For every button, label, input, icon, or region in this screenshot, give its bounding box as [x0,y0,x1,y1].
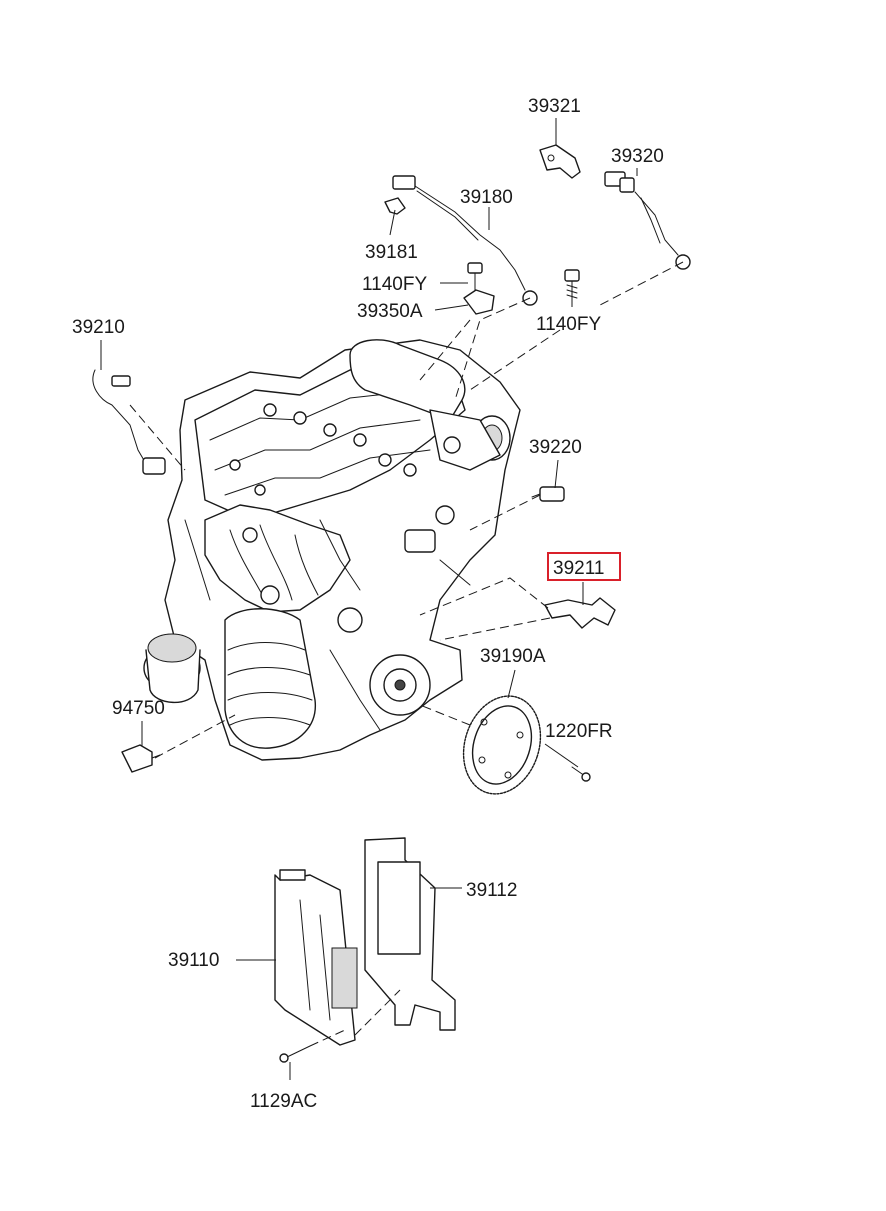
target-wheel-39190a [462,695,542,795]
label-39181[interactable]: 39181 [365,242,418,263]
bracket-39321 [539,144,581,179]
label-94750[interactable]: 94750 [112,698,165,719]
bolt-1220fr [571,766,591,782]
label-39110[interactable]: 39110 [168,950,219,971]
label-39210[interactable]: 39210 [72,317,125,338]
sensor-39320 [604,171,691,270]
ecu-39110 [274,869,358,1046]
label-1140fy-a[interactable]: 1140FY [362,274,427,295]
label-39180[interactable]: 39180 [460,187,513,208]
bolt-1140fy-a [467,262,483,291]
label-1220fr[interactable]: 1220FR [545,721,613,742]
engine-assembly [143,339,521,761]
sensor-39180 [392,175,538,306]
bolt-1140fy-b [564,269,580,301]
sensor-39220 [531,486,565,502]
label-39321[interactable]: 39321 [528,96,581,117]
sensor-39350a [463,289,495,315]
leader-lines [100,118,684,1080]
label-39112[interactable]: 39112 [466,880,517,901]
highlight-box-39211 [547,552,621,581]
bolt-1129ac [279,1045,311,1063]
label-39350a[interactable]: 39350A [357,301,423,322]
clip-39181 [384,197,406,215]
label-39190a[interactable]: 39190A [480,646,546,667]
ecu-bracket-39112 [364,837,456,1031]
label-1140fy-b[interactable]: 1140FY [536,314,601,335]
sensor-94750 [121,744,161,773]
oxygen-sensor-39210 [92,369,166,475]
label-1129ac[interactable]: 1129AC [250,1091,317,1112]
label-39220[interactable]: 39220 [529,437,582,458]
label-39211[interactable]: 39211 [553,558,604,579]
bracket-39211 [544,597,616,629]
label-39320[interactable]: 39320 [611,146,664,167]
